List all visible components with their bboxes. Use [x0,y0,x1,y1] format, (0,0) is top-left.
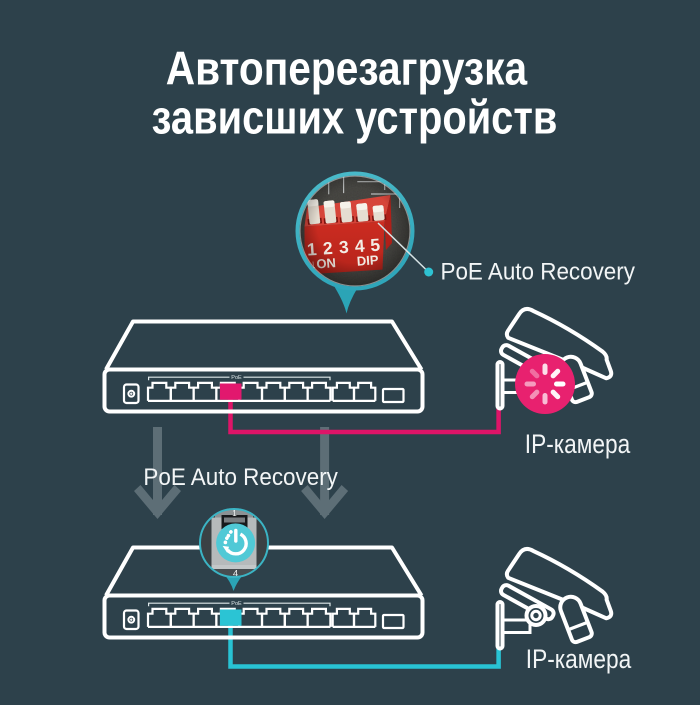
svg-text:IP-камера: IP-камера [525,429,631,459]
svg-text:IP-камера: IP-камера [526,644,632,674]
svg-text:Автоперезагрузка: Автоперезагрузка [166,43,528,95]
svg-text:4: 4 [233,569,238,580]
svg-text:PoE Auto Recovery: PoE Auto Recovery [143,463,338,490]
svg-text:1: 1 [232,509,237,518]
svg-text:зависших устройств: зависших устройств [152,93,558,145]
svg-text:PoE Auto Recovery: PoE Auto Recovery [441,258,636,285]
